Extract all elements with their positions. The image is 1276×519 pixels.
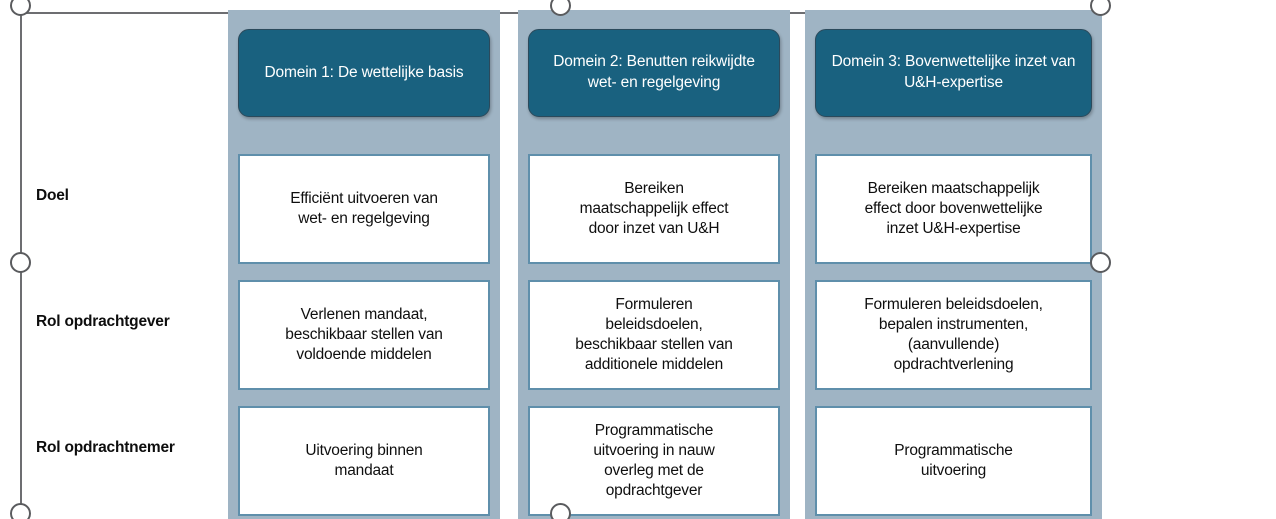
domain-1-header-line-1: Domein 1: xyxy=(264,63,334,81)
selection-handle-top-middle[interactable] xyxy=(550,0,571,16)
card-domein-3-rol-opdrachtnemer[interactable]: Programmatische uitvoering xyxy=(815,406,1092,516)
selection-handle-middle-left[interactable] xyxy=(10,252,31,273)
row-label-rol-opdrachtnemer: Rol opdrachtnemer xyxy=(36,439,175,456)
row-label-rol-opdrachtgever: Rol opdrachtgever xyxy=(36,313,170,330)
selection-handle-bottom-middle[interactable] xyxy=(550,503,571,519)
domain-2-header-line-3: wet- en regelgeving xyxy=(587,74,721,91)
card-domein-2-doel[interactable]: Bereiken maatschappelijk effect door inz… xyxy=(528,154,780,264)
domain-column-2[interactable]: Domein 2: Benutten reikwijdte wet- en re… xyxy=(518,10,790,519)
domain-2-header-line-2: Benutten reikwijdte xyxy=(626,53,755,71)
domain-3-header-line-1: Domein 3: Bovenwettelijke xyxy=(831,53,1011,71)
card-domein-1-rol-opdrachtgever[interactable]: Verlenen mandaat, beschikbaar stellen va… xyxy=(238,280,490,390)
domain-column-3[interactable]: Domein 3: Bovenwettelijke inzet van U&H-… xyxy=(805,10,1102,519)
domain-column-1[interactable]: Domein 1: De wettelijke basis Efficiënt … xyxy=(228,10,500,519)
domain-2-header[interactable]: Domein 2: Benutten reikwijdte wet- en re… xyxy=(528,29,780,117)
domain-3-header[interactable]: Domein 3: Bovenwettelijke inzet van U&H-… xyxy=(815,29,1092,117)
domain-1-header-line-2: De wettelijke basis xyxy=(337,63,464,81)
domain-3-header-line-2: inzet van U&H-expertise xyxy=(904,53,1076,91)
card-domein-2-rol-opdrachtnemer[interactable]: Programmatische uitvoering in nauw overl… xyxy=(528,406,780,516)
selection-handle-top-left[interactable] xyxy=(10,0,31,16)
card-domein-1-rol-opdrachtnemer[interactable]: Uitvoering binnen mandaat xyxy=(238,406,490,516)
domain-1-header[interactable]: Domein 1: De wettelijke basis xyxy=(238,29,490,117)
card-domein-3-rol-opdrachtgever[interactable]: Formuleren beleidsdoelen, bepalen instru… xyxy=(815,280,1092,390)
selection-handle-bottom-left[interactable] xyxy=(10,503,31,519)
card-domein-1-doel[interactable]: Efficiënt uitvoeren van wet- en regelgev… xyxy=(238,154,490,264)
selection-handle-top-right[interactable] xyxy=(1090,0,1111,16)
card-domein-2-rol-opdrachtgever[interactable]: Formuleren beleidsdoelen, beschikbaar st… xyxy=(528,280,780,390)
card-domein-3-doel[interactable]: Bereiken maatschappelijk effect door bov… xyxy=(815,154,1092,264)
domain-2-header-line-1: Domein 2: xyxy=(553,53,623,71)
row-label-doel: Doel xyxy=(36,187,69,204)
selection-handle-middle-right[interactable] xyxy=(1090,252,1111,273)
